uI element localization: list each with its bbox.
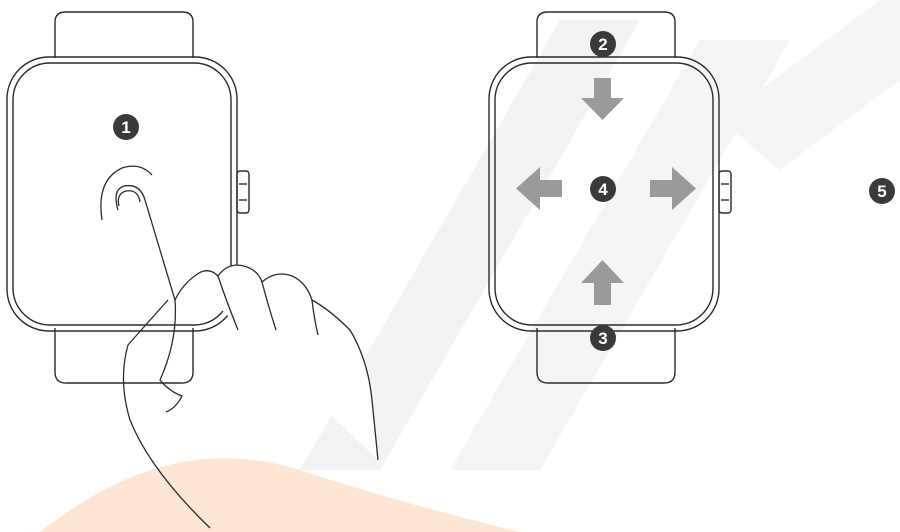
watch-right-crown xyxy=(718,170,732,214)
step-badge-5-label: 5 xyxy=(877,182,886,201)
tap-ripple xyxy=(100,165,153,221)
watermark-gray-stroke-2 xyxy=(450,40,790,470)
swipe-arrows xyxy=(516,78,696,305)
step-badge-2-label: 2 xyxy=(598,35,607,54)
step-badge-1-label: 1 xyxy=(121,118,130,137)
step-badge-2: 2 xyxy=(590,31,616,57)
tap-gesture-icon xyxy=(100,165,379,529)
step-badge-5-circle xyxy=(869,178,895,204)
hand-outline xyxy=(115,184,379,461)
step-badge-3-label: 3 xyxy=(598,329,607,348)
step-badge-2-circle xyxy=(590,31,616,57)
arrow-left-icon xyxy=(516,167,562,210)
step-badge-3: 3 xyxy=(590,325,616,351)
hand-knuckle-2 xyxy=(261,281,277,331)
watch-left-crown xyxy=(236,170,250,214)
watermark-gray-stroke-3 xyxy=(720,0,900,170)
step-badge-1: 1 xyxy=(113,114,139,140)
watermark-orange-shape xyxy=(40,458,520,532)
watch-left xyxy=(6,11,250,384)
arrow-down-icon xyxy=(581,78,624,120)
step-badge-4-label: 4 xyxy=(598,180,608,199)
watch-right xyxy=(488,11,732,384)
step-badge-5: 5 xyxy=(869,178,895,204)
hand-knuckle-3 xyxy=(311,299,319,336)
step-badge-1-circle xyxy=(113,114,139,140)
step-badge-4-circle xyxy=(590,176,616,202)
watch-right-strap-bottom xyxy=(536,328,676,384)
hand-knuckle-1 xyxy=(217,275,239,331)
watermark xyxy=(40,0,900,532)
arrow-up-icon xyxy=(581,260,624,305)
watch-left-strap-top xyxy=(54,11,194,58)
watch-right-screen xyxy=(494,62,714,326)
step-badge-3-circle xyxy=(590,325,616,351)
hand-fingernail xyxy=(117,190,141,207)
step-badge-4: 4 xyxy=(590,176,616,202)
hand-thumb xyxy=(159,299,183,413)
arrow-right-icon xyxy=(650,167,696,210)
watch-left-screen xyxy=(12,62,232,326)
watermark-gray-stroke-1 xyxy=(300,20,640,470)
watch-right-strap-top xyxy=(536,11,676,58)
hand-palm-left xyxy=(122,299,211,529)
